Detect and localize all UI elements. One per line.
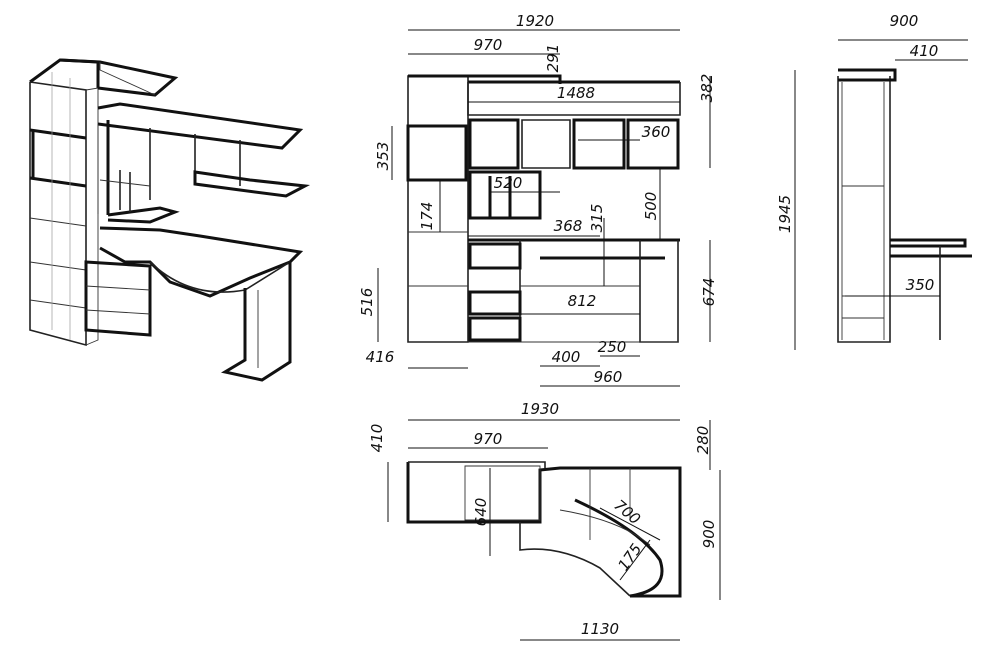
dim-front-overall-width: 1920 xyxy=(516,12,554,30)
dim-front-left-cell: 353 xyxy=(374,142,392,171)
dimension-lines xyxy=(377,29,968,641)
dim-front-desk-height: 674 xyxy=(700,278,718,307)
dim-plan-left-width: 970 xyxy=(474,430,503,448)
dim-plan-desk-width: 1130 xyxy=(581,620,619,638)
isometric-view xyxy=(29,58,311,382)
dim-front-desk-gap: 315 xyxy=(588,204,606,233)
dim-front-upper-height: 382 xyxy=(698,74,716,103)
dim-front-side-width: 416 xyxy=(366,348,395,366)
dim-side-overall-height: 1945 xyxy=(776,195,794,233)
dim-front-mid-height: 174 xyxy=(418,202,436,231)
dim-front-top-offset: 291 xyxy=(544,44,562,73)
dim-front-desk-span: 960 xyxy=(594,368,623,386)
dim-plan-left-depth: 410 xyxy=(368,424,386,453)
dim-front-desk-opening: 368 xyxy=(554,217,583,235)
dim-side-overall-depth: 900 xyxy=(890,12,919,30)
dim-front-knee-width: 812 xyxy=(568,292,597,310)
dim-plan-total-depth: 900 xyxy=(700,520,718,549)
dim-front-desk-depth: 400 xyxy=(552,348,581,366)
dim-front-drawer-height: 516 xyxy=(358,288,376,317)
dim-side-upper-depth: 410 xyxy=(910,42,939,60)
dim-front-upper-total: 500 xyxy=(642,192,660,221)
side-view xyxy=(837,68,972,343)
front-view xyxy=(406,74,681,343)
dim-plan-inner-depth: 640 xyxy=(472,498,490,527)
dim-plan-radius-inner: 175 xyxy=(614,540,645,574)
plan-view xyxy=(406,461,682,598)
dim-front-left-module: 970 xyxy=(474,36,503,54)
dim-plan-right-depth: 280 xyxy=(694,426,712,455)
dim-front-upper-cell: 360 xyxy=(642,123,671,141)
dimension-labels: 1920 970 291 1488 382 353 360 520 174 36… xyxy=(358,12,938,638)
dim-side-desk-gap: 350 xyxy=(906,276,935,294)
dim-plan-radius-outer: 700 xyxy=(610,496,644,528)
dim-plan-overall-width: 1930 xyxy=(521,400,559,418)
dim-front-small-opening: 520 xyxy=(494,174,523,192)
dim-front-upper-shelf: 1488 xyxy=(557,84,595,102)
dim-front-leg-width: 250 xyxy=(598,338,627,356)
